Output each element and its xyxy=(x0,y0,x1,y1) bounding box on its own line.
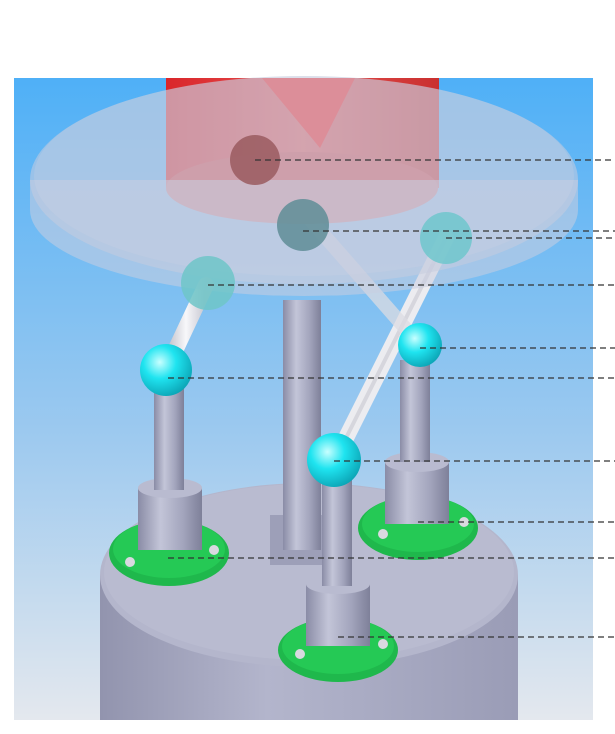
ball-joint-right-lower xyxy=(398,323,442,367)
callout-lines xyxy=(168,159,615,638)
bolt-icon xyxy=(378,529,388,539)
central-column xyxy=(270,300,328,565)
actuator-rear-right xyxy=(358,360,478,560)
ball-joint-left-lower xyxy=(140,344,192,396)
moving-platform xyxy=(30,76,578,296)
ball-joint-front-lower xyxy=(307,433,361,487)
bolt-icon xyxy=(378,639,388,649)
ball-joint-upper-left xyxy=(181,256,235,310)
actuator-front xyxy=(278,462,398,682)
actuator-left xyxy=(109,378,229,586)
ball-joint-upper-center xyxy=(277,199,329,251)
bolt-icon xyxy=(209,545,219,555)
bolt-icon xyxy=(295,649,305,659)
bolt-icon xyxy=(125,557,135,567)
